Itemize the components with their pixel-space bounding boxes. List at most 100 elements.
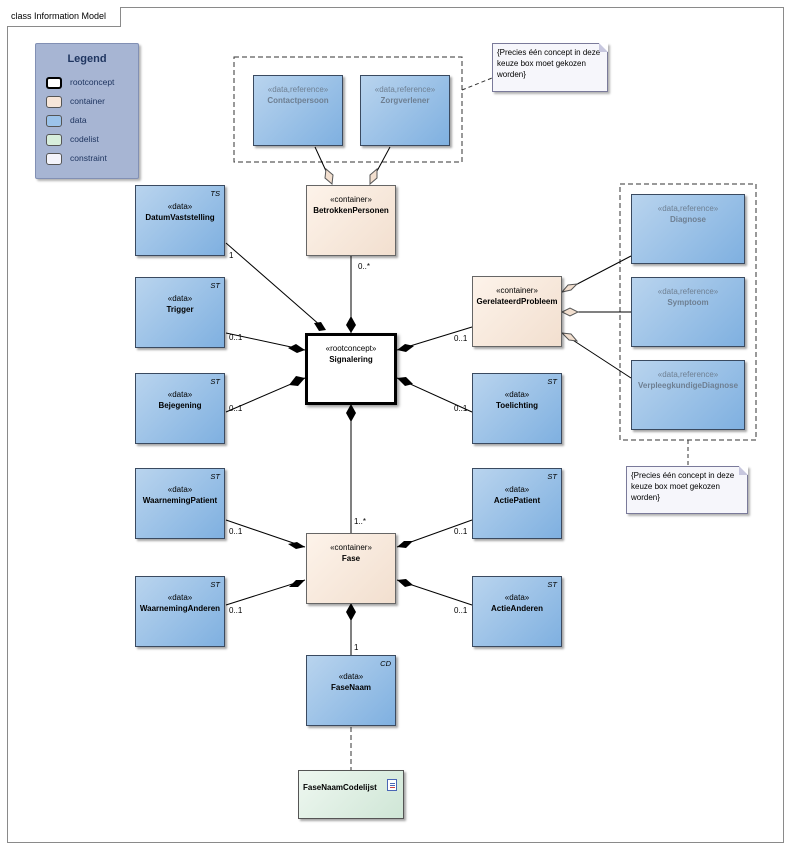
legend-swatch-container	[46, 96, 62, 108]
diagram-frame	[7, 7, 784, 843]
type-label: CD	[380, 659, 391, 668]
legend-swatch-constraint	[46, 153, 62, 165]
mult-actieanderen: 0..1	[454, 606, 468, 615]
node-gerelateerdprobleem[interactable]: «container» GerelateerdProbleem	[472, 276, 562, 347]
stereotype-label: «container»	[330, 543, 372, 552]
diamond-gerelateerd	[397, 344, 414, 352]
legend: Legend rootconcept container data codeli…	[35, 43, 139, 179]
node-name: FaseNaamCodelijst	[303, 783, 377, 792]
stereotype-label: «container»	[496, 286, 538, 295]
legend-label: data	[70, 115, 87, 125]
stereotype-label: «data»	[167, 390, 193, 399]
node-name: Toelichting	[495, 401, 539, 410]
constraint-note-right[interactable]: {Precies één concept in deze keuze box m…	[626, 466, 748, 514]
diamond-betrokken	[346, 316, 356, 333]
stereotype-label: «rootconcept»	[325, 344, 377, 353]
stereotype-label: «data,reference»	[267, 85, 329, 94]
mult-toelichting: 0..1	[454, 404, 468, 413]
mult-waarnemingenanderen: 0..1	[229, 606, 243, 615]
mult-waarnemingpatient: 0..1	[229, 527, 243, 536]
stereotype-label: «data»	[167, 485, 193, 494]
hollow-diamond-symptoom	[560, 307, 580, 317]
hollow-diamond-verpleeg	[560, 332, 579, 342]
diamond-fasenaam	[346, 603, 356, 621]
node-name: Bejegening	[158, 401, 202, 410]
node-trigger[interactable]: ST «data» Trigger	[135, 277, 225, 348]
stereotype-label: «data»	[338, 672, 364, 681]
mult-fasenaam: 1	[354, 643, 359, 652]
node-contactpersoon[interactable]: «data,reference» Contactpersoon	[253, 75, 343, 146]
node-bejegening[interactable]: ST «data» Bejegening	[135, 373, 225, 444]
node-toelichting[interactable]: ST «data» Toelichting	[472, 373, 562, 444]
node-waarnemingpatient[interactable]: ST «data» WaarnemingPatient	[135, 468, 225, 539]
node-name: GerelateerdProbleem	[476, 297, 558, 306]
diamond-fase	[346, 404, 356, 422]
node-fasenaam[interactable]: CD «data» FaseNaam	[306, 655, 396, 726]
stereotype-label: «data»	[167, 202, 193, 211]
hollow-diamond-diagnose	[560, 283, 579, 293]
type-label: ST	[210, 377, 220, 386]
mult-actiepatient: 0..1	[454, 527, 468, 536]
node-name: ActiePatient	[493, 496, 541, 505]
legend-swatch-data	[46, 115, 62, 127]
assoc-datumvaststelling	[225, 242, 322, 327]
node-name: WaarnemingPatient	[142, 496, 218, 505]
diamond-datum	[314, 322, 326, 331]
node-name: Diagnose	[669, 215, 706, 224]
node-datumvaststelling[interactable]: TS «data» DatumVaststelling	[135, 185, 225, 256]
legend-title: Legend	[67, 53, 107, 65]
node-name: Signalering	[329, 355, 373, 364]
node-zorgverlener[interactable]: «data,reference» Zorgverlener	[360, 75, 450, 146]
type-label: ST	[210, 580, 220, 589]
stereotype-label: «data»	[167, 593, 193, 602]
constraint-note-top[interactable]: {Precies één concept in deze keuze box m…	[492, 43, 608, 92]
diamond-actiepatient	[397, 541, 413, 548]
stereotype-label: «data,reference»	[657, 287, 719, 296]
node-name: Fase	[341, 554, 361, 563]
stereotype-label: «data»	[504, 390, 530, 399]
node-actieanderen[interactable]: ST «data» ActieAnderen	[472, 576, 562, 647]
legend-label: rootconcept	[70, 77, 115, 87]
mult-fase: 1..*	[354, 517, 367, 526]
stereotype-label: «data,reference»	[374, 85, 436, 94]
node-verpleegkundigediagnose[interactable]: «data,reference» VerpleegkundigeDiagnose	[631, 360, 745, 430]
note-fold-icon	[739, 466, 748, 475]
type-label: ST	[547, 377, 557, 386]
hollow-diamond-zorg	[369, 167, 378, 186]
node-diagnose[interactable]: «data,reference» Diagnose	[631, 194, 745, 264]
diamond-trigger	[288, 344, 305, 353]
note-text: {Precies één concept in deze keuze box m…	[631, 471, 735, 502]
node-actiepatient[interactable]: ST «data» ActiePatient	[472, 468, 562, 539]
type-label: ST	[210, 472, 220, 481]
node-name: WaarnemingAnderen	[139, 604, 221, 613]
legend-label: codelist	[70, 134, 99, 144]
node-fase[interactable]: «container» Fase	[306, 533, 396, 604]
node-name: VerpleegkundigeDiagnose	[637, 381, 739, 390]
node-name: Zorgverlener	[380, 96, 430, 105]
node-name: BetrokkenPersonen	[313, 206, 389, 215]
node-signalering[interactable]: «rootconcept» Signalering	[305, 333, 397, 405]
node-fasenaamcodelijst[interactable]: FaseNaamCodelijst	[298, 770, 404, 819]
frame-title: class Information Model	[7, 7, 122, 27]
node-name: ActieAnderen	[490, 604, 543, 613]
node-name: FaseNaam	[330, 683, 372, 692]
type-label: ST	[547, 580, 557, 589]
diamond-waarnemingenanderen	[289, 580, 305, 587]
hollow-diamond-contact	[324, 168, 334, 185]
type-label: TS	[210, 189, 220, 198]
node-name: Symptoom	[667, 298, 709, 307]
document-icon	[387, 779, 397, 791]
node-waarnemingenanderen[interactable]: ST «data» WaarnemingAnderen	[135, 576, 225, 647]
type-label: ST	[547, 472, 557, 481]
node-name: Trigger	[166, 305, 194, 314]
node-symptoom[interactable]: «data,reference» Symptoom	[631, 277, 745, 347]
mult-gerelateerd: 0..1	[454, 334, 468, 343]
node-betrokkenpersonen[interactable]: «container» BetrokkenPersonen	[306, 185, 396, 256]
mult-bejegening: 0..1	[229, 404, 243, 413]
stereotype-label: «container»	[330, 195, 372, 204]
diamond-bejegening	[289, 376, 305, 386]
note-text: {Precies één concept in deze keuze box m…	[497, 48, 601, 79]
diamond-actieanderen	[397, 579, 413, 587]
